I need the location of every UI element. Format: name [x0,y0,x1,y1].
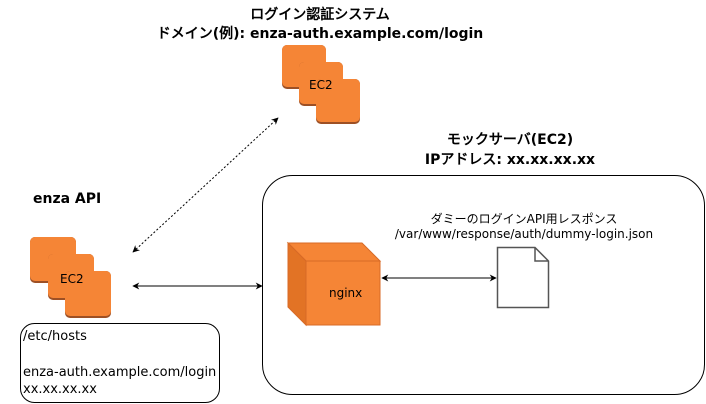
response-title: ダミーのログインAPI用レスポンス [430,212,618,226]
auth-system-domain: ドメイン(例): enza-auth.example.com/login [156,26,484,42]
nginx-label: nginx [329,286,363,300]
auth-system-title: ログイン認証システム [250,7,390,23]
enza-api-title: enza API [33,191,102,207]
hosts-box [20,323,220,403]
hosts-filename: /etc/hosts [23,329,87,344]
mock-server-box [262,175,705,395]
dotted-arrow-auth [132,117,279,253]
nginx-cube-icon [286,241,382,327]
document-icon [496,246,550,309]
response-path: /var/www/response/auth/dummy-login.json [394,227,654,241]
hosts-domain: enza-auth.example.com/login [23,365,217,380]
ec2-icon-enza [30,237,111,318]
ec2-label-enza: EC2 [60,272,84,286]
mock-server-ip: IPアドレス: xx.xx.xx.xx [424,152,596,168]
hosts-ip: xx.xx.xx.xx [23,382,97,397]
ec2-icon-auth [282,45,360,124]
mock-server-title: モックサーバ(EC2) [446,132,574,148]
ec2-label-auth: EC2 [309,78,333,92]
